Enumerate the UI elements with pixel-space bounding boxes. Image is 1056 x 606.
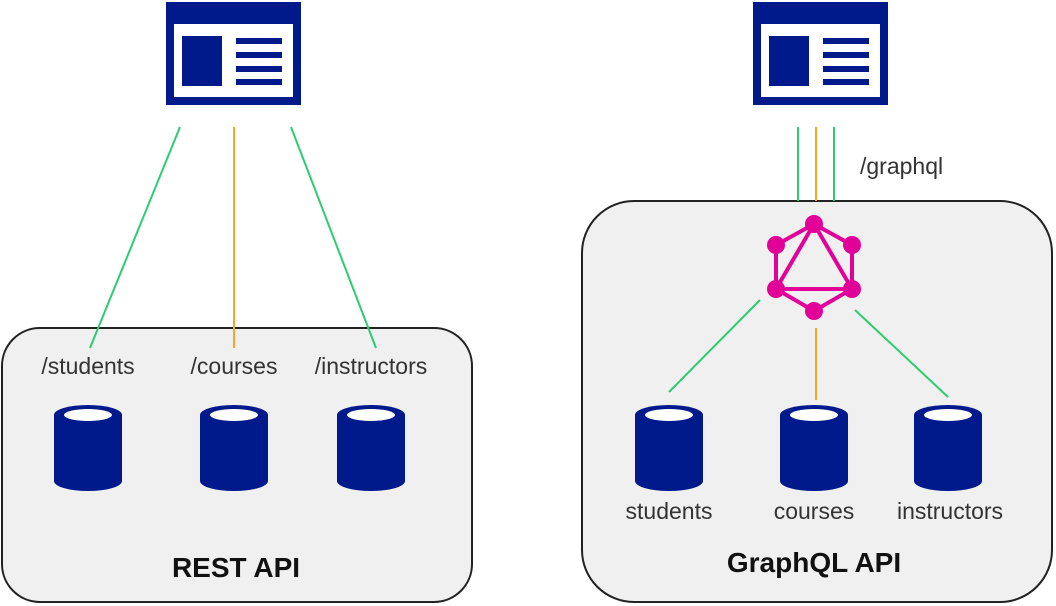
database-icon <box>780 405 848 491</box>
graphql-api-panel <box>581 200 1053 603</box>
client-app-icon <box>753 2 888 105</box>
graphql-to-instructors-line <box>854 309 949 398</box>
rest-endpoint-courses-label: /courses <box>191 353 278 379</box>
graphql-source-students-label: students <box>626 498 713 524</box>
graphql-to-students-line <box>668 299 761 393</box>
rest-line-instructors <box>290 126 377 349</box>
client-app-icon <box>166 2 301 105</box>
graphql-api-section: /graphql <box>581 2 1053 603</box>
rest-api-section: /students /courses /instructors REST API <box>1 2 473 603</box>
rest-api-title: REST API <box>172 552 300 583</box>
graphql-endpoint-label: /graphql <box>860 153 943 179</box>
rest-endpoint-students-label: /students <box>41 353 134 379</box>
graphql-source-instructors-label: instructors <box>897 498 1003 524</box>
database-icon <box>635 405 703 491</box>
database-icon <box>54 405 122 491</box>
rest-endpoint-instructors-label: /instructors <box>315 353 427 379</box>
graphql-api-title: GraphQL API <box>727 547 901 578</box>
database-icon <box>200 405 268 491</box>
database-icon <box>337 405 405 491</box>
graphql-source-courses-label: courses <box>774 498 855 524</box>
graphql-logo-icon <box>767 215 861 320</box>
rest-line-students <box>89 126 181 349</box>
database-icon <box>914 405 982 491</box>
